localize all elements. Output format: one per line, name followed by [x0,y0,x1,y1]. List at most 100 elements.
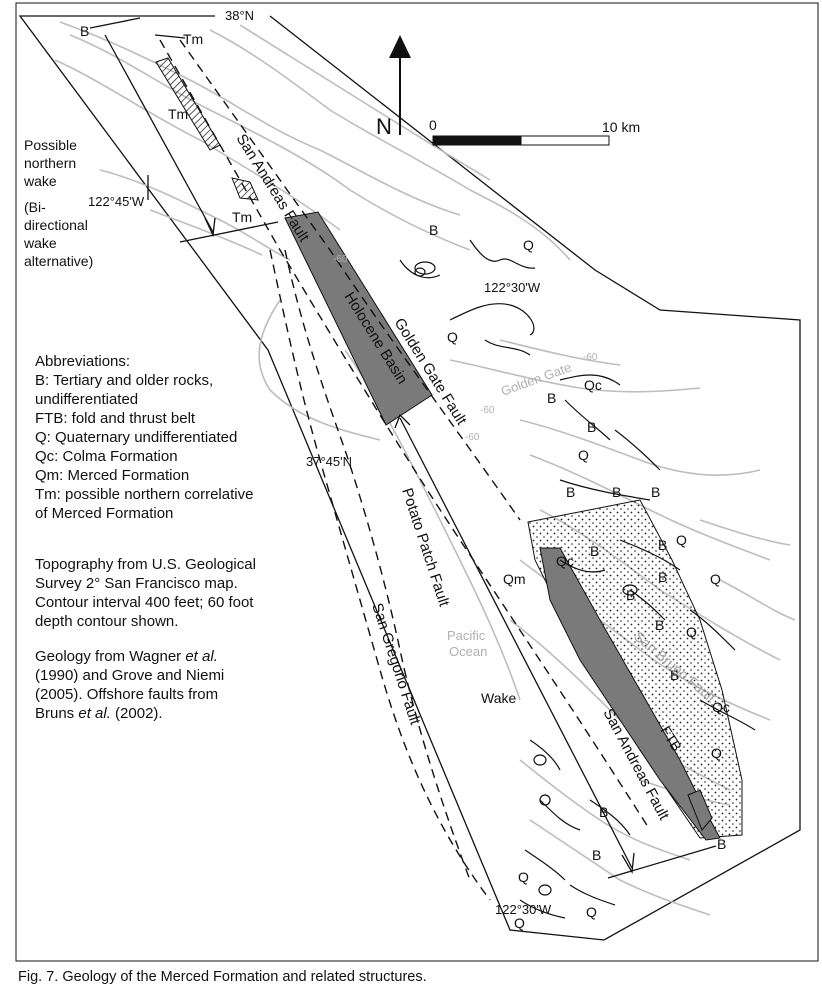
legend-line: Qc: Colma Formation [35,448,178,465]
figure-frame [15,2,819,962]
unit-q: Q [523,237,534,253]
depth-contour-label: -60 [333,254,348,265]
unit-q: Q [711,745,722,761]
depth-contour-label: -60 [465,432,480,443]
unit-b: B [612,484,621,500]
wake-note-line: wake [24,235,57,251]
north-arrow [389,35,411,135]
legend-line: of Merced Formation [35,505,174,522]
unit-b: B [658,569,667,585]
unit-labels: B Tm Tm Tm B Q Q Qc B B Q B B B B Q Qc B… [80,23,730,931]
source-text: Bruns [35,705,79,722]
scale-zero-label: 0 [429,117,437,133]
unit-b: B [651,484,660,500]
unit-b: B [547,390,556,406]
unit-q: Q [578,447,589,463]
potato-patch-fault-line [284,249,471,881]
legend-heading: Abbreviations: [35,353,131,370]
unit-b: B [626,587,635,603]
unit-q: Q [710,571,721,587]
unit-b: B [592,847,601,863]
unit-q: Q [518,869,529,885]
source-line: (1990) and Grove and Niemi [35,667,225,684]
unit-b: B [429,222,438,238]
scale-end-label: 10 km [602,119,640,135]
topo-line: Topography from U.S. Geological [35,556,256,573]
unit-q: Q [686,624,697,640]
unit-qm: Qm [503,571,526,587]
lon-122-45-label: 122°45'W [88,194,145,209]
unit-qc: Qc [556,553,574,569]
topo-line: Survey 2° San Francisco map. [35,575,238,592]
unit-b: B [566,484,575,500]
holocene-basin [284,211,433,426]
legend-line: Q: Quaternary undifferentiated [35,429,238,446]
wake-note-line: (Bi- [24,199,46,215]
pacific-ocean-label-2: Ocean [449,644,487,659]
unit-b: B [717,836,726,852]
wake-note: Possible northern wake (Bi- directional … [24,136,93,270]
faults [159,39,651,901]
unit-tm: Tm [168,106,188,122]
topography-note: Topography from U.S. Geological Survey 2… [35,555,256,631]
unit-qc: Qc [712,699,730,715]
sources-note: Geology from Wagner et al. (1990) and Gr… [35,647,224,723]
north-label: N [376,114,392,139]
lat-38-label: 38°N [225,8,254,23]
unit-b: B [658,537,667,553]
topo-line: depth contour shown. [35,613,179,630]
unit-b: B [599,804,608,820]
wake-note-line: wake [24,173,57,189]
wake-note-line: alternative) [24,253,94,269]
san-andreas-fault-line [159,39,651,831]
source-etal: et al. [78,705,111,722]
unit-b: B [670,667,679,683]
unit-q: Q [447,329,458,345]
legend-line: Tm: possible northern correlative [35,486,254,503]
lon-122-30-bottom-label: 122°30'W [495,902,552,917]
unit-tm: Tm [232,209,252,225]
golden-gate-fault-line [179,39,521,521]
topo-line: Contour interval 400 feet; 60 foot [35,594,254,611]
tm-hatched-strip [155,57,221,151]
abbreviations-legend: Abbreviations: B: Tertiary and older roc… [35,352,253,523]
map-boundary [18,15,801,941]
unit-b: B [590,543,599,559]
pacific-ocean-label-1: Pacific [447,628,486,643]
lon-122-30-label: 122°30'W [484,280,541,295]
unit-q: Q [586,904,597,920]
source-line: (2005). Offshore faults from [35,686,219,703]
wake-note-line: directional [24,217,88,233]
legend-line: FTB: fold and thrust belt [35,410,196,427]
geologic-contacts [399,239,756,919]
wake-arrows [89,17,717,879]
unit-b: B [655,617,664,633]
legend-line: undifferentiated [35,391,139,408]
unit-b: B [80,23,89,39]
source-text: (2002). [110,705,163,722]
wake-label: Wake [481,690,516,706]
depth-contour-label: -60 [583,352,598,363]
unit-q: Q [514,915,525,931]
unit-tm: Tm [183,31,203,47]
san-gregorio-fault-label: San Gregorio Fault [368,601,424,728]
lat-37-45-label: 37°45'N [306,454,352,469]
depth-contour-label: -60 [480,405,495,416]
merced-formation-pod [687,789,713,831]
figure-caption: Fig. 7. Geology of the Merced Formation … [18,969,427,985]
source-line: Bruns et al. (2002). [35,704,224,723]
unit-qc: Qc [584,377,602,393]
merced-formation [539,547,721,841]
legend-line: Qm: Merced Formation [35,467,190,484]
source-etal: et al. [185,648,218,665]
source-text: Geology from Wagner [35,648,186,665]
scale-bar [432,135,610,146]
wake-note-line: Possible [24,137,77,153]
source-line: Geology from Wagner et al. [35,647,224,666]
san-gregorio-fault-line [269,249,491,901]
legend-line: B: Tertiary and older rocks, [35,372,214,389]
wake-note-line: northern [24,155,77,171]
unit-b: B [587,419,596,435]
unit-q: Q [676,532,687,548]
